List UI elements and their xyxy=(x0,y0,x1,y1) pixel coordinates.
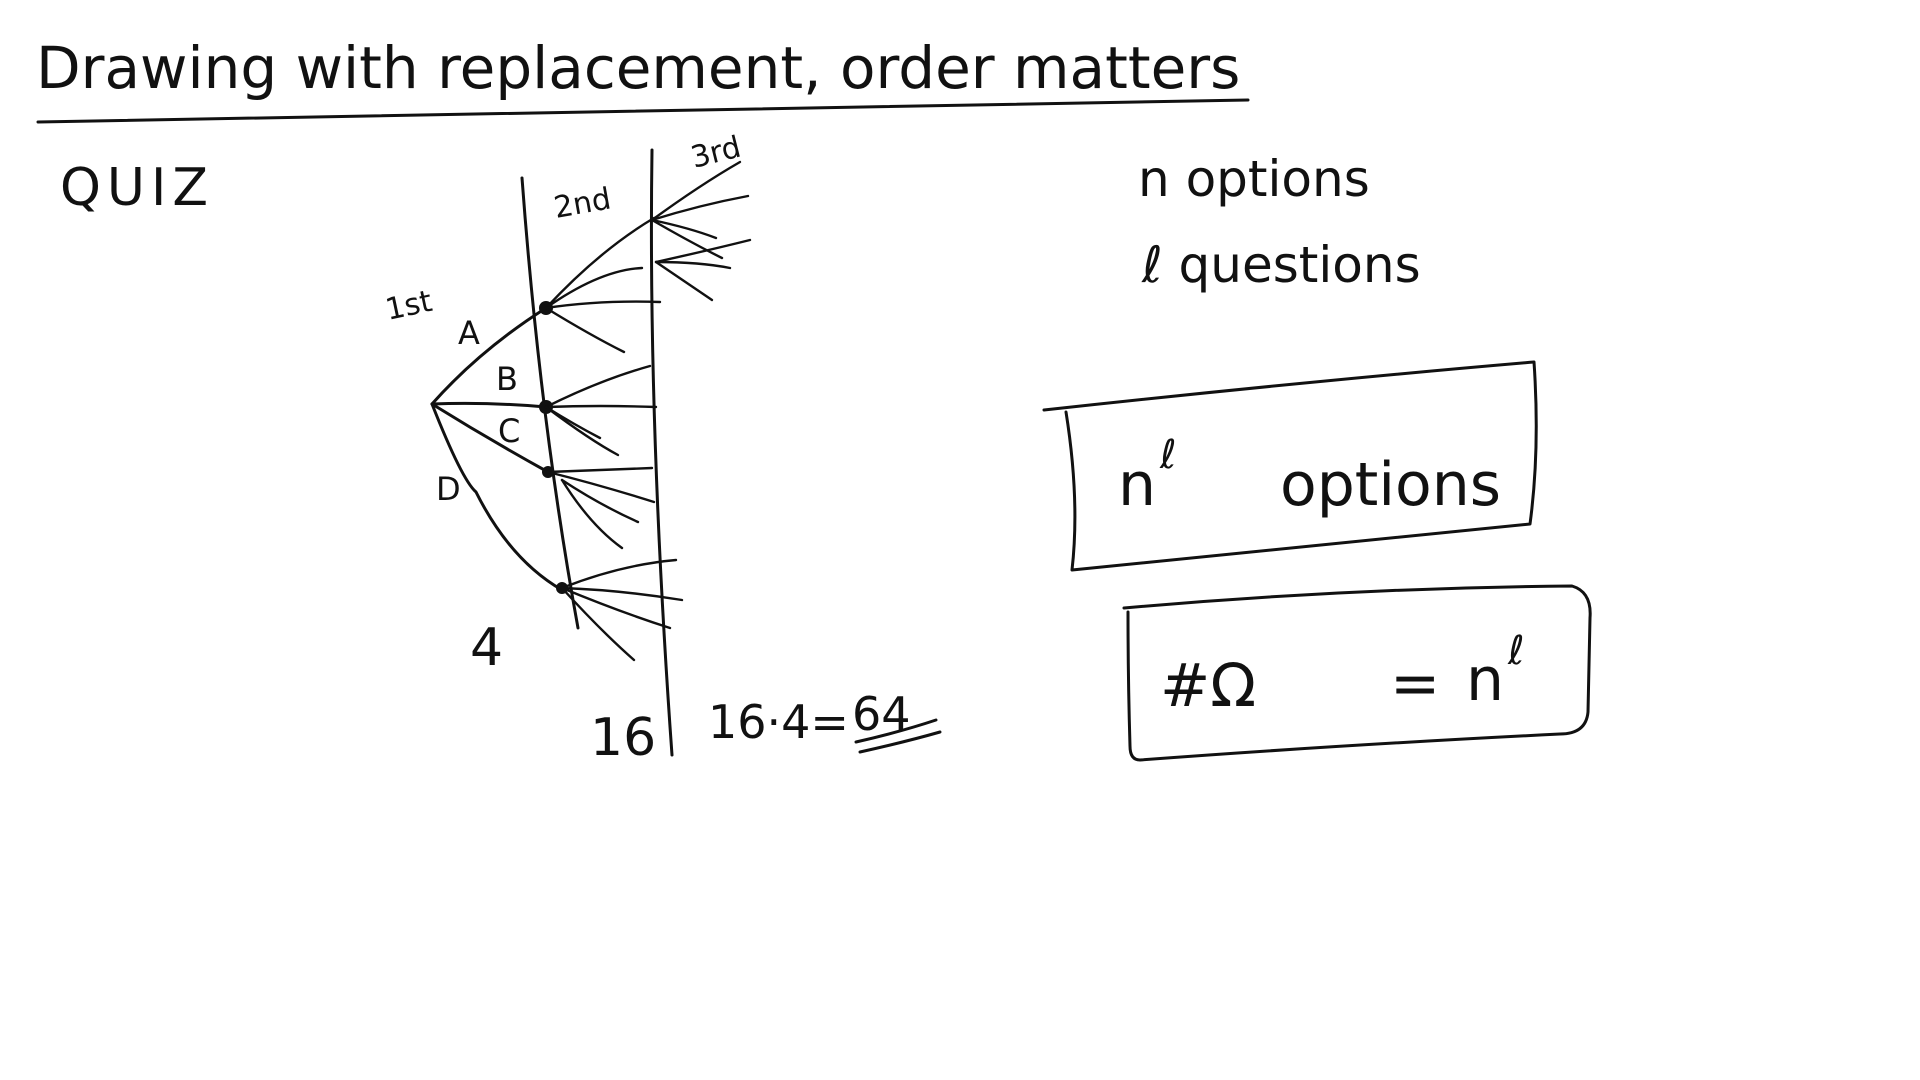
branch-label-d: D xyxy=(436,470,461,508)
fan-from-d xyxy=(560,558,684,662)
box1-exponent: ℓ xyxy=(1159,432,1177,478)
level-label-3rd: 3rd xyxy=(687,130,744,176)
result-box-options: n ℓ options xyxy=(1042,360,1538,572)
box2-lhs: #Ω xyxy=(1160,651,1256,721)
result-underline-1 xyxy=(854,718,938,744)
branch-d xyxy=(430,402,564,592)
count-first-level: 4 xyxy=(470,618,503,678)
fan-from-a xyxy=(544,216,662,354)
note-n-options: n options xyxy=(1138,150,1370,208)
level-line-3rd xyxy=(649,148,674,757)
fan-from-c xyxy=(546,466,656,550)
fan-from-b xyxy=(544,364,658,457)
branch-label-c: C xyxy=(498,412,520,450)
note-l-questions: ℓ questions xyxy=(1141,236,1421,294)
branch-label-b: B xyxy=(496,360,518,398)
box2-exponent: ℓ xyxy=(1507,628,1525,674)
count-third-result: 64 xyxy=(852,687,911,741)
branch-label-a: A xyxy=(458,314,480,352)
fan-3rd-upper xyxy=(650,160,752,302)
box2-equals: = xyxy=(1390,649,1440,719)
box2-base: n xyxy=(1466,645,1504,715)
title-underline xyxy=(36,98,1250,124)
count-second-level: 16 xyxy=(590,708,656,768)
page-title: Drawing with replacement, order matters xyxy=(36,34,1240,102)
result-underline-2 xyxy=(858,730,942,754)
result-box-omega: #Ω = n ℓ xyxy=(1122,584,1592,762)
level-label-1st: 1st xyxy=(382,284,435,328)
count-third-calc: 16·4= xyxy=(708,695,849,749)
branch-c xyxy=(430,402,550,474)
box1-label: options xyxy=(1280,450,1501,520)
branch-b xyxy=(430,401,548,409)
branch-a xyxy=(430,306,548,406)
level-label-2nd: 2nd xyxy=(551,181,613,225)
quiz-label: QUIZ xyxy=(60,158,214,218)
tree-diagram: 1st 2nd 3rd A B C D 4 16 16·4= 64 xyxy=(382,130,942,768)
box1-base: n xyxy=(1118,450,1156,520)
